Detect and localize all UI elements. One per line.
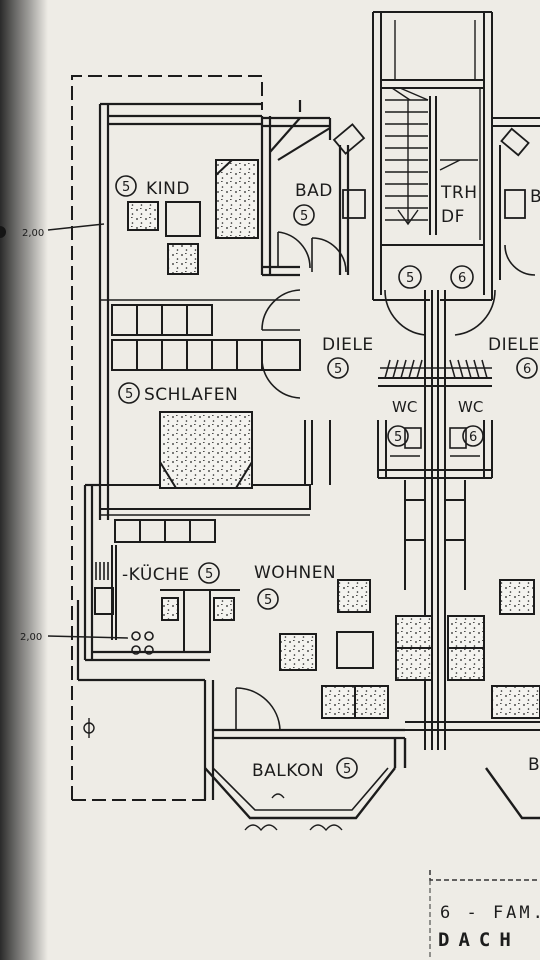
unit-number-kind: 5	[122, 180, 130, 195]
stair-treads	[385, 87, 478, 226]
unit-number-balkon: 5	[343, 762, 351, 777]
unit-number-wohnen: 5	[264, 593, 272, 608]
unit-number-wc-5: 5	[394, 430, 402, 445]
dimension-lines	[47, 223, 129, 738]
room-label-balkon: BALKON	[252, 761, 324, 781]
unit-circles	[115, 175, 538, 779]
furniture-outline	[94, 201, 484, 718]
unit-number-bad: 5	[300, 209, 308, 224]
wc-block	[377, 377, 493, 479]
bad-walls	[262, 100, 366, 277]
room-label-trh: TRH	[440, 183, 477, 203]
balcony-railing-right	[405, 721, 540, 731]
stair-tower	[372, 11, 493, 301]
room-label-df: DF	[441, 207, 465, 227]
unit-number-diele-5: 5	[334, 362, 342, 377]
room-label-schlafen: SCHLAFEN	[144, 385, 238, 405]
dimension-upper: 2,00	[22, 228, 44, 239]
unit-number-kueche: 5	[205, 567, 213, 582]
room-label-kueche: -KÜCHE	[122, 563, 190, 585]
dimension-lower: 2,00	[20, 632, 42, 643]
unit-number-wc-6: 6	[469, 430, 477, 445]
unit-number-stair-6: 6	[458, 271, 466, 286]
kitchen-fixtures	[95, 562, 154, 655]
title-line-1: 6 - FAM.	[440, 903, 540, 923]
exterior-walls	[76, 102, 405, 800]
room-label-kind: KIND	[146, 179, 190, 199]
title-line-2: DACH	[438, 929, 520, 951]
roof-outline	[71, 75, 263, 801]
page-shadow	[0, 0, 48, 960]
binder-hole	[0, 226, 6, 238]
room-label-bad-6: B	[530, 187, 540, 207]
room-label-diele-6: DIELE	[488, 335, 540, 355]
unit-number-schlafen: 5	[125, 387, 133, 402]
room-label-diele-5: DIELE	[322, 335, 374, 355]
wc-vents	[380, 359, 492, 379]
room-label-bad: BAD	[295, 181, 333, 201]
room-label-wohnen: WOHNEN	[254, 563, 336, 583]
room-label-balkon-6: B	[528, 755, 540, 775]
unit-6-fragments	[492, 117, 540, 280]
balcony	[204, 738, 540, 832]
room-label-wc-6: WC	[458, 398, 483, 416]
unit-number-diele-6: 6	[523, 362, 531, 377]
room-label-wc-5: WC	[392, 398, 417, 416]
unit-number-stair-5: 5	[406, 271, 414, 286]
